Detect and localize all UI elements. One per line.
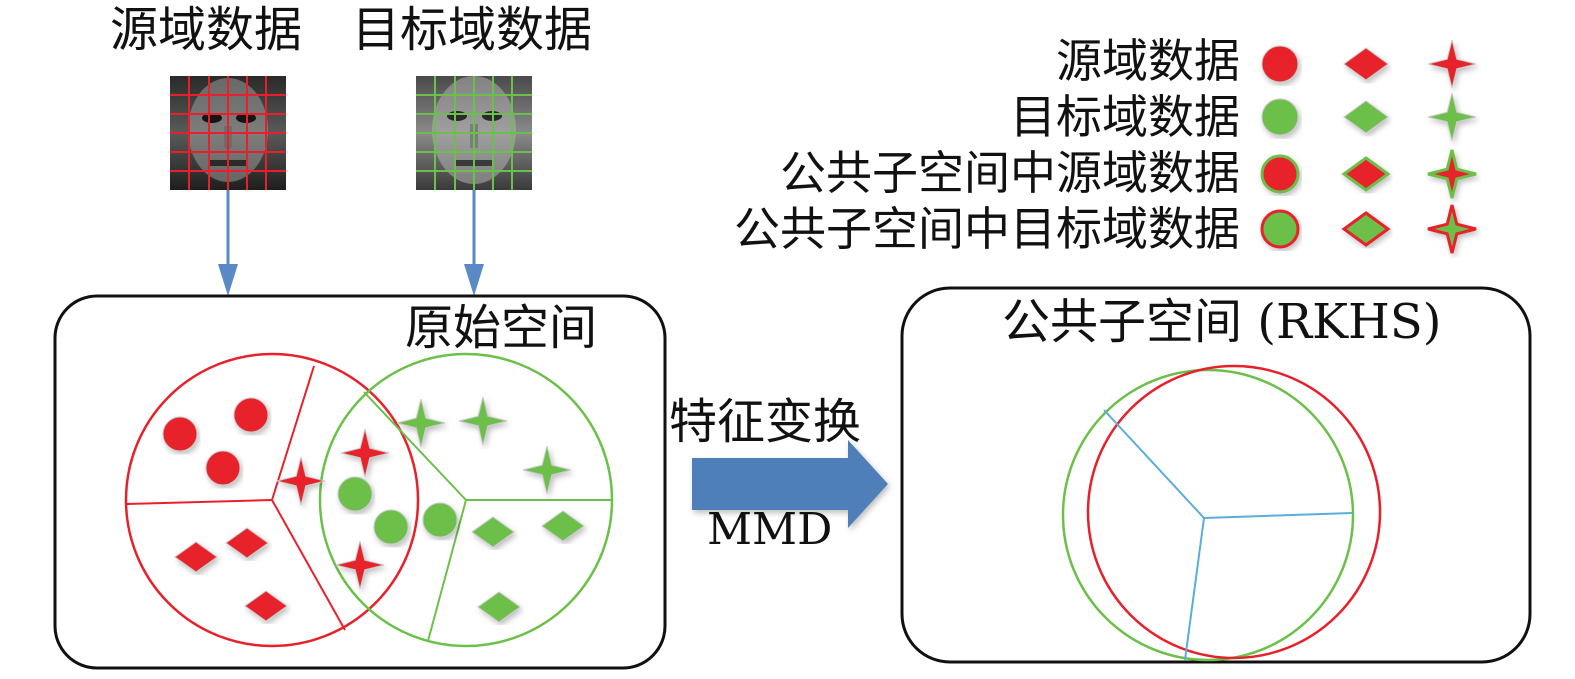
target-star-point	[458, 396, 508, 446]
source-domain-region	[124, 352, 420, 648]
source-data-label: 源域数据	[110, 2, 303, 58]
source-star-point	[335, 540, 385, 590]
feature-transform-label: 特征变换	[669, 394, 862, 450]
source-star-point	[276, 456, 326, 506]
source-circle-point	[162, 416, 198, 452]
legend-common-source-diamond-icon	[1341, 156, 1391, 192]
legend-label-source: 源域数据	[1056, 34, 1240, 88]
common-subspace-region	[1061, 364, 1382, 662]
legend-label-target: 目标域数据	[1010, 90, 1240, 144]
target-down-arrow	[464, 190, 484, 296]
original-space-title: 原始空间	[405, 300, 598, 356]
target-face-image	[416, 76, 532, 190]
mmd-label: MMD	[707, 504, 833, 555]
common-subspace-title: 公共子空间 (RKHS)	[1002, 294, 1442, 350]
target-domain-region	[318, 352, 614, 648]
source-face-image	[170, 76, 286, 190]
target-circle-point	[373, 509, 409, 545]
legend-target-circle-icon	[1261, 98, 1299, 136]
target-circle-point	[337, 476, 373, 512]
feature-transform-arrow	[692, 440, 888, 528]
source-down-arrow	[218, 190, 238, 296]
legend-common-source-star-icon	[1427, 149, 1477, 199]
legend-common-target-star-icon	[1427, 204, 1477, 254]
target-diamond-point	[471, 516, 515, 548]
legend-label-common-source: 公共子空间中源域数据	[780, 146, 1240, 200]
legend-common-source-circle-icon	[1260, 154, 1300, 194]
target-data-label: 目标域数据	[352, 2, 593, 58]
source-star-point	[340, 428, 390, 478]
target-diamond-point	[477, 591, 521, 623]
source-diamond-point	[174, 541, 218, 573]
source-circle-point	[205, 450, 241, 486]
source-diamond-point	[244, 590, 288, 622]
target-diamond-point	[541, 510, 585, 542]
legend-target-star-icon	[1427, 92, 1477, 142]
legend-label-common-target: 公共子空间中目标域数据	[734, 202, 1240, 256]
legend-target-diamond-icon	[1343, 100, 1389, 134]
source-diamond-point	[225, 527, 269, 559]
legend-source-star-icon	[1427, 39, 1477, 89]
target-star-point	[396, 398, 446, 448]
source-circle-point	[233, 397, 269, 433]
legend-markers	[1260, 39, 1477, 254]
target-circle-point	[422, 502, 458, 538]
legend-source-diamond-icon	[1343, 47, 1389, 81]
common-subspace-box	[900, 286, 1532, 664]
legend-common-target-diamond-icon	[1341, 211, 1391, 247]
target-star-point	[522, 445, 572, 495]
legend-common-target-circle-icon	[1260, 209, 1300, 249]
legend-source-circle-icon	[1261, 45, 1299, 83]
